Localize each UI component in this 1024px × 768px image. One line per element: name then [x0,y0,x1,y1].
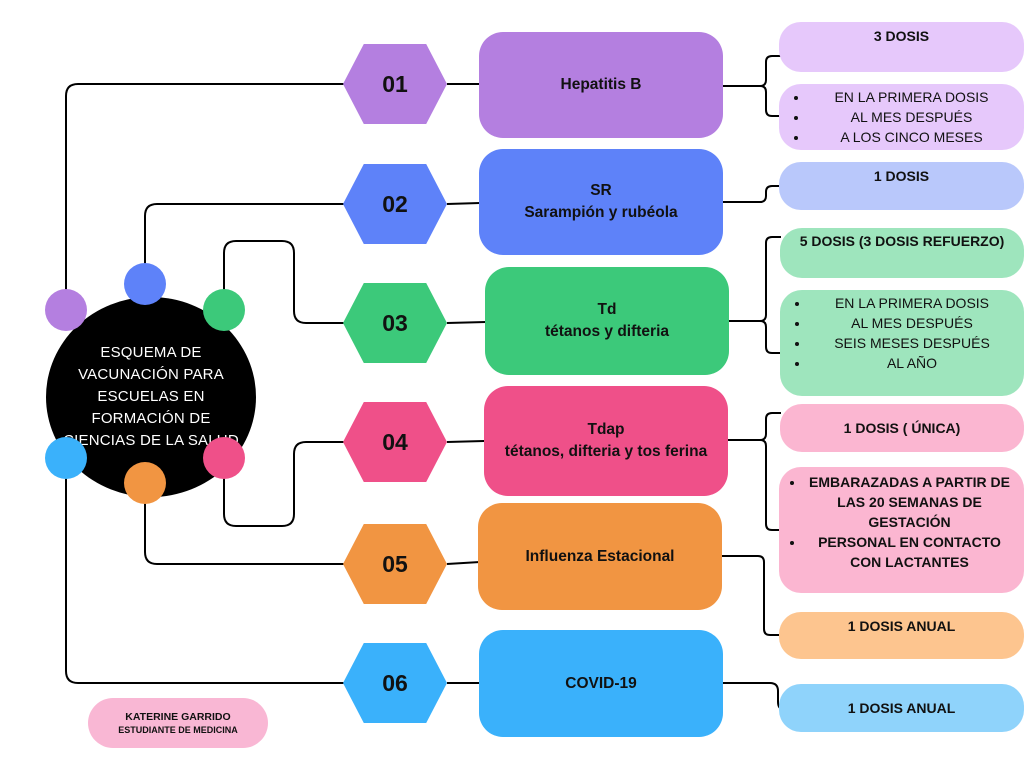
vaccine-name: COVID-19 [565,674,637,692]
bracket-02 [723,185,781,203]
bracket-01 [723,55,781,117]
info-td-doses: 5 DOSIS (3 DOSIS REFUERZO) [780,228,1024,278]
groups-list: EMBARAZADAS A PARTIR DE LAS 20 SEMANAS D… [779,472,1024,572]
vaccine-name: Sarampión y rubéola [524,204,678,221]
hexagon-number: 06 [382,669,408,696]
list-item: AL MES DESPUÉS [809,107,1024,127]
center-title: ESQUEMA DE VACUNACIÓN PARA ESCUELAS EN F… [63,344,239,449]
list-item: AL MES DESPUÉS [810,313,1024,333]
info-title: 1 DOSIS [873,168,930,184]
vaccine-box-tdap: Tdap tétanos, difteria y tos ferina [484,386,728,496]
author-name: KATERINE GARRIDO [125,711,231,723]
vaccine-abbrev: Tdap [587,421,625,438]
connector-02 [144,203,345,264]
vaccine-name: tétanos, difteria y tos ferina [504,443,708,460]
dot-02 [124,263,166,305]
hexagon-04: 04 [343,402,447,482]
info-title: 3 DOSIS [873,28,930,44]
info-title: 5 DOSIS (3 DOSIS REFUERZO) [799,233,1005,249]
dot-06 [45,437,87,479]
connector-05 [144,502,345,565]
info-title: 1 DOSIS ANUAL [847,618,956,634]
vaccine-box-covid: COVID-19 [479,630,723,737]
hexagon-06: 06 [343,643,447,723]
vaccine-name: tétanos y difteria [544,323,670,340]
hexagon-03: 03 [343,283,447,363]
info-hepatitis-b-schedule: EN LA PRIMERA DOSIS AL MES DESPUÉS A LOS… [779,84,1024,150]
connector-06 [65,476,345,684]
bracket-04 [727,412,781,531]
list-item: EMBARAZADAS A PARTIR DE LAS 20 SEMANAS D… [805,472,1024,532]
hexagon-05: 05 [343,524,447,604]
vaccine-box-influenza: Influenza Estacional [478,503,722,610]
vaccine-box-td: Td tétanos y difteria [485,267,729,375]
info-covid-doses: 1 DOSIS ANUAL [779,684,1024,732]
bracket-03 [729,236,781,354]
vaccine-abbrev: Td [597,301,617,318]
schedule-list: EN LA PRIMERA DOSIS AL MES DESPUÉS A LOS… [779,87,1024,147]
hexagon-02: 02 [343,164,447,244]
hexagon-number: 03 [382,309,408,336]
vaccine-box-sr: SR Sarampión y rubéola [479,149,723,255]
connector-03 [223,240,345,324]
hexagon-number: 01 [382,70,408,97]
hexagon-number: 04 [382,428,408,455]
info-tdap-groups: EMBARAZADAS A PARTIR DE LAS 20 SEMANAS D… [779,467,1024,593]
info-title: 1 DOSIS ( ÚNICA) [843,420,961,436]
list-item: AL AÑO [810,353,1024,373]
info-hepatitis-b-doses: 3 DOSIS [779,22,1024,72]
hexagon-number: 05 [382,550,408,577]
info-title: 1 DOSIS ANUAL [847,700,956,716]
vaccine-abbrev: SR [590,182,612,199]
bracket-06 [722,682,787,711]
bracket-05 [722,555,781,636]
dot-04 [203,437,245,479]
list-item: PERSONAL EN CONTACTO CON LACTANTES [805,532,1024,572]
dot-05 [124,462,166,504]
dot-03 [203,289,245,331]
author-role: ESTUDIANTE DE MEDICINA [118,725,238,735]
schedule-list: EN LA PRIMERA DOSIS AL MES DESPUÉS SEIS … [780,293,1024,373]
list-item: A LOS CINCO MESES [809,127,1024,147]
author-badge: KATERINE GARRIDO ESTUDIANTE DE MEDICINA [88,698,268,748]
vaccine-name: Influenza Estacional [525,547,675,565]
connector-01 [65,83,345,290]
info-tdap-doses: 1 DOSIS ( ÚNICA) [780,404,1024,452]
vaccine-box-hepatitis-b: Hepatitis B [479,32,723,138]
connector-04 [223,441,345,527]
dot-01 [45,289,87,331]
info-td-schedule: EN LA PRIMERA DOSIS AL MES DESPUÉS SEIS … [780,290,1024,396]
hexagon-01: 01 [343,44,447,124]
list-item: EN LA PRIMERA DOSIS [810,293,1024,313]
vaccine-name: Hepatitis B [560,76,642,93]
hexagon-number: 02 [382,190,408,217]
list-item: SEIS MESES DESPUÉS [810,333,1024,353]
list-item: EN LA PRIMERA DOSIS [809,87,1024,107]
info-influenza-doses: 1 DOSIS ANUAL [779,612,1024,659]
info-sr-doses: 1 DOSIS [779,162,1024,210]
